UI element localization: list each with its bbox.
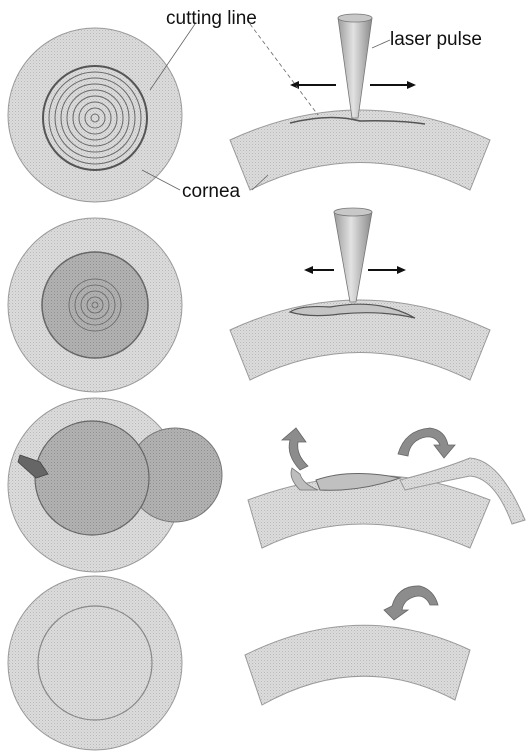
cutting-line-label: cutting line xyxy=(166,9,257,28)
curved-arrow-icon-return xyxy=(384,586,438,620)
cornea-cross-section-4 xyxy=(245,625,470,705)
curved-arrow-icon-left xyxy=(282,428,308,470)
cornea-label: cornea xyxy=(182,182,240,201)
flap-disc xyxy=(42,252,148,358)
laser-cone-icon-2 xyxy=(334,212,372,302)
row-4-result xyxy=(8,576,470,750)
row-2-side-cut xyxy=(8,208,490,392)
row-3-flap-lift xyxy=(8,398,525,572)
flap-disc-3 xyxy=(35,421,149,535)
eye-top-view-4 xyxy=(8,576,182,750)
eye-top-view-1 xyxy=(8,28,182,202)
curved-arrow-icon-right xyxy=(398,428,455,458)
laser-pulse-label: laser pulse xyxy=(390,30,482,49)
cornea-cross-section-1 xyxy=(230,110,490,190)
laser-cone-icon xyxy=(338,18,372,118)
